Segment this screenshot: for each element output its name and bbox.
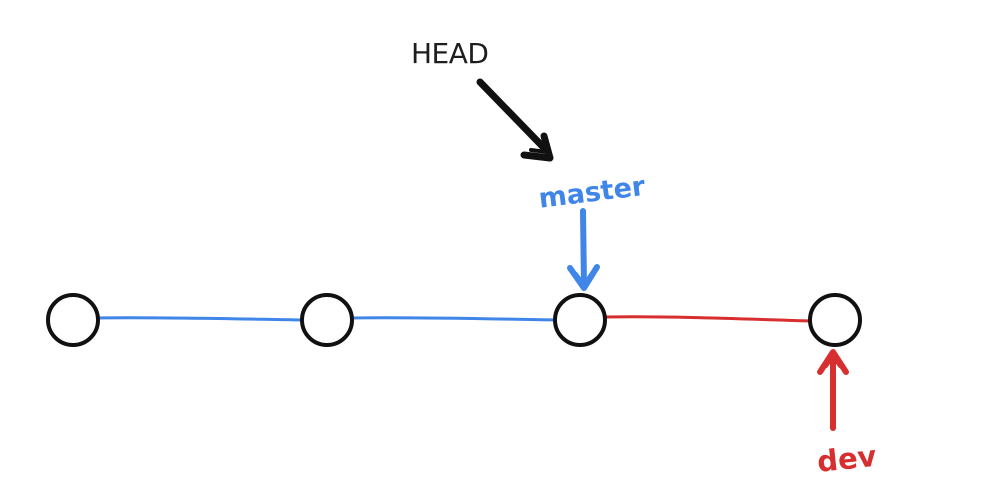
commit-nodes xyxy=(46,293,862,347)
master-label: master xyxy=(537,171,648,215)
head-arrow xyxy=(476,78,554,162)
edge-c3-c4 xyxy=(603,315,812,323)
commit-node xyxy=(808,293,862,347)
dev-arrow xyxy=(817,349,849,431)
edge-c2-c3 xyxy=(350,316,557,322)
commit-node xyxy=(300,293,354,347)
dev-pointer: dev xyxy=(815,349,878,479)
master-arrow xyxy=(567,208,600,291)
commit-node xyxy=(553,293,607,347)
head-pointer: HEAD xyxy=(411,37,554,162)
dev-label: dev xyxy=(815,439,878,479)
commit-node xyxy=(46,293,100,347)
edge-c1-c2 xyxy=(96,316,304,322)
master-pointer: master xyxy=(537,171,648,291)
head-label: HEAD xyxy=(411,37,488,70)
commit-edges xyxy=(96,315,812,323)
